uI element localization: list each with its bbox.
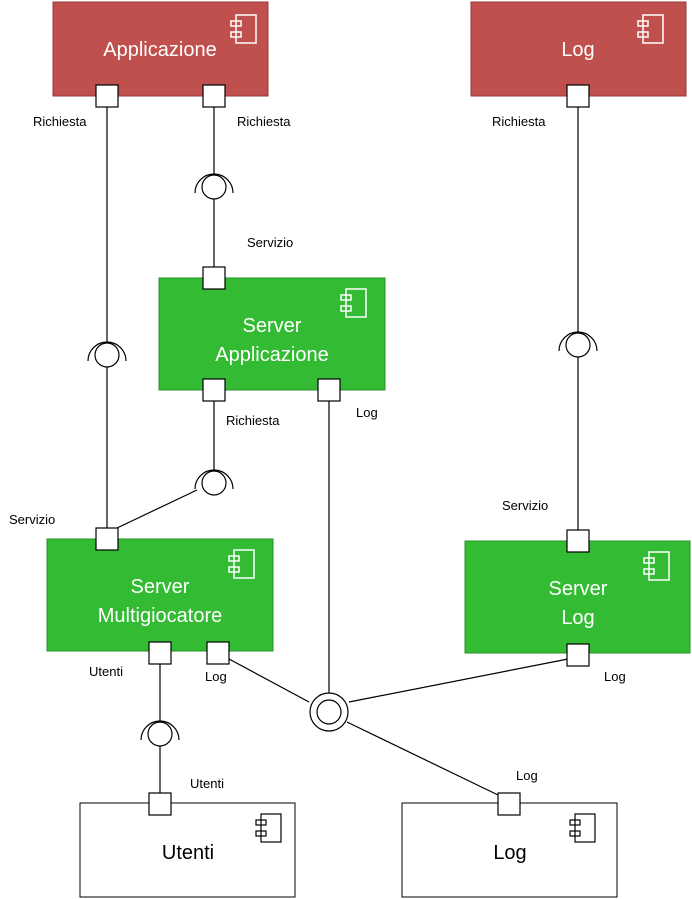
- port-utenti[interactable]: [148, 792, 172, 816]
- port-server-multigiocatore-log[interactable]: [206, 641, 230, 665]
- interface-socket-app-server-applicazione: [194, 173, 234, 200]
- connector-multigiocatore-log: [228, 658, 310, 703]
- component-server-log-title-line2: Log: [561, 607, 594, 629]
- port-server-log-servizio[interactable]: [566, 529, 590, 553]
- component-icon: [569, 813, 596, 843]
- component-utenti-title: Utenti: [162, 842, 214, 864]
- port-server-multigiocatore-servizio[interactable]: [95, 527, 119, 551]
- label-server-multigiocatore-utenti: Utenti: [89, 664, 123, 679]
- interface-socket-server-applicazione-multigiocatore: [194, 469, 234, 496]
- component-applicazione-title: Applicazione: [103, 39, 216, 61]
- component-server-applicazione-title-line1: Server: [243, 315, 302, 337]
- connector-server-log-log: [348, 658, 569, 703]
- component-log-top-title: Log: [561, 39, 594, 61]
- component-icon: [228, 549, 255, 579]
- label-server-log-log: Log: [604, 669, 626, 684]
- label-server-log-servizio: Servizio: [502, 498, 548, 513]
- component-log-top[interactable]: Log: [470, 1, 687, 97]
- component-server-applicazione-title-line2: Applicazione: [215, 344, 328, 366]
- component-server-applicazione[interactable]: Server Applicazione: [158, 277, 386, 391]
- label-app-richiesta-left: Richiesta: [33, 114, 87, 129]
- port-log-top-richiesta[interactable]: [566, 84, 590, 108]
- port-server-applicazione-servizio[interactable]: [202, 266, 226, 290]
- component-icon: [230, 14, 257, 44]
- interface-socket-app-server-multigiocatore: [87, 341, 127, 368]
- label-server-multigiocatore-servizio: Servizio: [9, 512, 55, 527]
- component-log-bottom-title: Log: [493, 842, 526, 864]
- connector-log-hub-to-log-component: [346, 721, 499, 796]
- component-log-bottom[interactable]: Log: [401, 802, 618, 898]
- label-server-multigiocatore-log: Log: [205, 669, 227, 684]
- label-log-bottom-port: Log: [516, 768, 538, 783]
- component-server-multigiocatore[interactable]: Server Multigiocatore: [46, 538, 274, 652]
- label-utenti-port: Utenti: [190, 776, 224, 791]
- port-applicazione-richiesta-left[interactable]: [95, 84, 119, 108]
- component-icon: [340, 288, 367, 318]
- component-server-log[interactable]: Server Log: [464, 540, 691, 654]
- component-applicazione[interactable]: Applicazione: [52, 1, 269, 97]
- port-log-bottom[interactable]: [497, 792, 521, 816]
- component-icon: [637, 14, 664, 44]
- label-app-richiesta-right: Richiesta: [237, 114, 291, 129]
- port-server-log-log[interactable]: [566, 643, 590, 667]
- component-server-multigiocatore-title-line1: Server: [131, 576, 190, 598]
- component-server-log-title-line1: Server: [549, 578, 608, 600]
- port-applicazione-richiesta-right[interactable]: [202, 84, 226, 108]
- port-server-applicazione-log[interactable]: [317, 378, 341, 402]
- interface-log-hub: [309, 692, 349, 732]
- label-server-applicazione-richiesta: Richiesta: [226, 413, 280, 428]
- component-icon: [255, 813, 282, 843]
- label-server-applicazione-log: Log: [356, 405, 378, 420]
- label-log-top-richiesta: Richiesta: [492, 114, 546, 129]
- port-server-applicazione-richiesta[interactable]: [202, 378, 226, 402]
- component-server-multigiocatore-title-line2: Multigiocatore: [98, 605, 223, 627]
- connector-richiesta-to-servizio: [116, 489, 198, 529]
- port-server-multigiocatore-utenti[interactable]: [148, 641, 172, 665]
- interface-socket-log-server-log: [558, 331, 598, 358]
- interface-socket-utenti: [140, 720, 180, 747]
- component-icon: [643, 551, 670, 581]
- component-utenti[interactable]: Utenti: [79, 802, 296, 898]
- label-server-applicazione-servizio: Servizio: [247, 235, 293, 250]
